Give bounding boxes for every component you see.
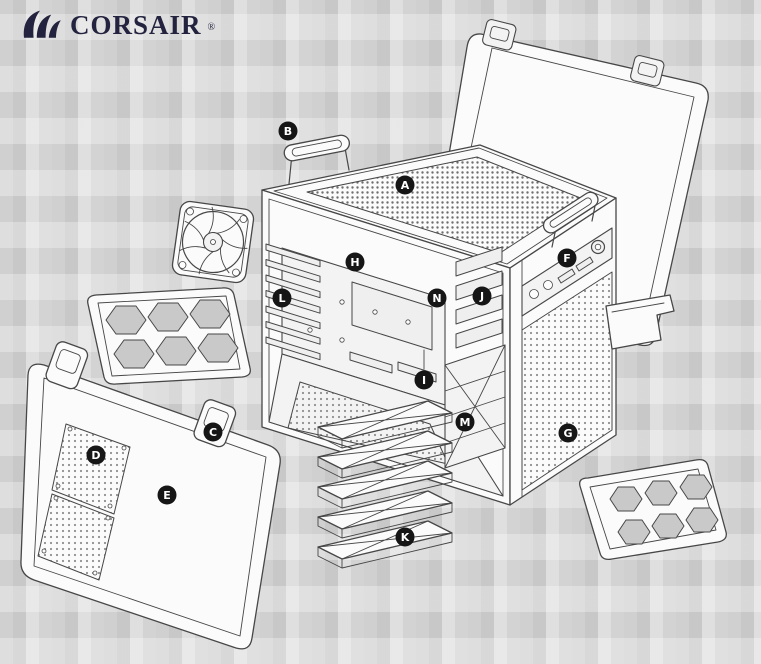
panel-clip: [482, 19, 517, 51]
svg-text:N: N: [432, 292, 441, 305]
hdd-tray: [317, 430, 453, 479]
case-chassis: [261, 134, 617, 506]
hdd-tray: [317, 520, 453, 569]
svg-text:I: I: [422, 374, 426, 387]
panel-clip: [630, 55, 665, 87]
dust-filter-right: [579, 458, 727, 561]
svg-text:H: H: [350, 256, 359, 269]
part-label-g: G: [558, 423, 578, 443]
hdd-tray: [317, 400, 453, 449]
cpu-cutout: [351, 281, 433, 351]
hdd-tray: [317, 460, 453, 509]
lower-drive-cage: [444, 344, 506, 469]
cooling-fan: [171, 200, 255, 284]
side-panel-latch: [45, 341, 89, 390]
interior: [265, 243, 506, 497]
audio-jack: [557, 268, 576, 284]
part-label-b: B: [278, 121, 298, 141]
part-label-l: L: [272, 288, 292, 308]
part-label-e: E: [157, 485, 177, 505]
front-mesh-vent: [521, 271, 613, 491]
part-label-i: I: [414, 370, 434, 390]
part-label-h: H: [345, 252, 365, 272]
part-label-j: J: [472, 286, 492, 306]
motherboard-tray: [281, 247, 446, 406]
svg-text:E: E: [163, 489, 171, 502]
svg-text:A: A: [401, 179, 410, 192]
part-label-n: N: [427, 288, 447, 308]
part-label-m: M: [455, 412, 475, 432]
registered-mark: ®: [207, 21, 216, 33]
power-button: [590, 239, 606, 255]
front-handle: [283, 134, 350, 185]
part-label-d: D: [86, 445, 106, 465]
mounting-bracket: [605, 294, 675, 350]
svg-text:F: F: [563, 252, 571, 265]
part-label-c: C: [203, 422, 223, 442]
expansion-slots: [265, 243, 321, 361]
part-label-f: F: [557, 248, 577, 268]
usb-port: [529, 289, 539, 299]
svg-text:L: L: [278, 292, 285, 305]
brand-logo: CORSAIR ®: [16, 8, 215, 42]
top-panel: [261, 144, 617, 269]
cable-grommet: [349, 351, 393, 374]
audio-jack: [575, 256, 594, 272]
front-panel: [509, 197, 617, 506]
usb-port: [543, 280, 553, 290]
front-io-panel: [521, 227, 613, 317]
hdd-tray: [317, 490, 453, 539]
dust-filter-left: [87, 287, 251, 385]
left-side-panel: [20, 341, 281, 650]
svg-text:C: C: [209, 426, 217, 439]
rear-handle: [542, 191, 599, 248]
svg-text:K: K: [401, 531, 410, 544]
corsair-sails-icon: [23, 10, 61, 38]
part-label-a: A: [395, 175, 415, 195]
svg-text:B: B: [284, 125, 292, 138]
side-panel-vent: [37, 423, 131, 581]
drive-bays: [455, 246, 503, 349]
part-labels-layer: A B C D E F G H I J K L M N: [86, 121, 578, 547]
svg-text:J: J: [479, 290, 484, 303]
svg-text:M: M: [460, 416, 471, 429]
svg-text:D: D: [91, 449, 100, 462]
hdd-tray-stack: [317, 400, 453, 569]
svg-text:G: G: [563, 427, 572, 440]
fan-blades: [178, 206, 248, 275]
brand-name: CORSAIR: [70, 9, 202, 40]
part-label-k: K: [395, 527, 415, 547]
